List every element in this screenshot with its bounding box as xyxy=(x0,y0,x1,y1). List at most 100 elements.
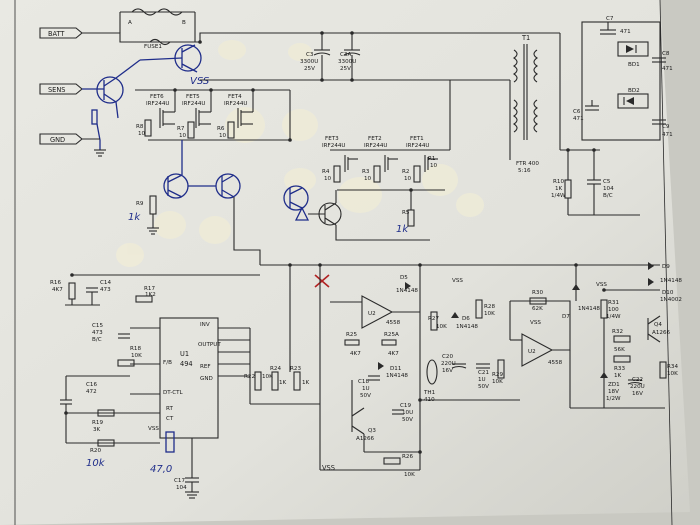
svg-text:R7: R7 xyxy=(177,126,185,132)
svg-text:U2: U2 xyxy=(368,311,376,317)
svg-text:10: 10 xyxy=(324,176,332,182)
diode-bd2: BD2 xyxy=(617,88,649,109)
svg-text:50V: 50V xyxy=(478,384,489,390)
svg-text:16V: 16V xyxy=(442,368,453,374)
svg-text:1/2W: 1/2W xyxy=(606,396,621,402)
svg-text:R30: R30 xyxy=(532,290,543,296)
svg-text:220U: 220U xyxy=(441,361,456,367)
fet6: FET6 IRF244U xyxy=(146,90,176,128)
svg-text:B/C: B/C xyxy=(92,337,102,343)
resistor-r8: R8 10 xyxy=(136,119,152,137)
svg-text:R34: R34 xyxy=(667,364,678,370)
fet4: FET4 IRF244U xyxy=(224,90,254,128)
svg-text:R3: R3 xyxy=(362,169,370,175)
svg-text:10: 10 xyxy=(364,176,372,182)
svg-text:C17: C17 xyxy=(174,478,185,484)
svg-text:3300U: 3300U xyxy=(300,59,318,65)
transformer-t1: T1 FTR 400 5:16 xyxy=(513,34,539,174)
svg-text:R19: R19 xyxy=(92,420,103,426)
svg-text:SENS: SENS xyxy=(48,86,65,94)
diode-d10: D10 1N4002 xyxy=(648,278,682,303)
svg-text:1K: 1K xyxy=(279,380,287,386)
svg-text:473: 473 xyxy=(92,330,103,336)
diode-d5: D5 1N4148 xyxy=(396,275,418,294)
terminal-sens: SENS xyxy=(39,83,83,95)
svg-text:10: 10 xyxy=(138,131,146,137)
svg-text:10K: 10K xyxy=(404,472,415,478)
vss-label-u2b: VSS xyxy=(530,320,541,326)
svg-text:10K: 10K xyxy=(667,371,678,377)
vss-label-bottom: VSS xyxy=(322,464,335,472)
vss-label-u1: VSS xyxy=(148,426,159,432)
capacitor-c3a: C3A 3300U 25V xyxy=(338,33,361,80)
svg-text:C19: C19 xyxy=(400,403,411,409)
diode-d11: D11 1N4148 xyxy=(378,362,408,379)
hand-transistor-driver-2 xyxy=(215,173,241,199)
svg-text:C16: C16 xyxy=(86,382,97,388)
svg-text:1k: 1k xyxy=(396,224,409,235)
svg-text:10K: 10K xyxy=(131,353,142,359)
svg-text:Q3: Q3 xyxy=(368,428,376,434)
svg-text:4K7: 4K7 xyxy=(52,287,63,293)
svg-text:10K: 10K xyxy=(484,311,495,317)
svg-text:56K: 56K xyxy=(614,347,625,353)
resistor-r34: R34 10K xyxy=(659,361,678,379)
svg-text:1N4002: 1N4002 xyxy=(660,297,682,303)
svg-text:R28: R28 xyxy=(484,304,495,310)
svg-text:R32: R32 xyxy=(612,329,623,335)
rectifier-frame xyxy=(581,21,661,141)
capacitor-c5: C5 104 B/C xyxy=(587,150,614,215)
capacitor-c8: C8 471 xyxy=(652,51,673,72)
resistor-r26: R26 10K xyxy=(383,454,415,478)
ic-u1: U1 494 INV OUTPUT F/B DT-CTL RT CT REF G… xyxy=(130,317,250,439)
svg-text:BD1: BD1 xyxy=(628,62,640,68)
resistor-r25a: R25A 4K7 xyxy=(381,332,399,357)
svg-text:1N4148: 1N4148 xyxy=(578,306,600,312)
fet2: FET2 IRF244U xyxy=(364,136,398,172)
svg-text:R8: R8 xyxy=(136,124,144,130)
svg-text:4558: 4558 xyxy=(386,320,401,326)
fuse-a: A xyxy=(128,8,157,26)
svg-text:INV: INV xyxy=(200,322,210,328)
svg-text:C6: C6 xyxy=(573,109,581,115)
svg-text:R29: R29 xyxy=(492,372,503,378)
opamp-u2-a: U2 4558 xyxy=(361,295,401,329)
hand-transistor-vss: VSS xyxy=(139,44,210,87)
svg-text:R24: R24 xyxy=(270,366,281,372)
svg-text:1k: 1k xyxy=(128,212,141,223)
svg-text:471: 471 xyxy=(573,116,584,122)
svg-text:25V: 25V xyxy=(304,66,315,72)
svg-text:CT: CT xyxy=(166,416,174,422)
svg-text:RT: RT xyxy=(166,406,173,412)
svg-text:1/4W: 1/4W xyxy=(606,314,621,320)
svg-text:1K2: 1K2 xyxy=(145,292,156,298)
hand-transistor-sens xyxy=(82,59,141,119)
svg-text:FET3: FET3 xyxy=(325,136,339,142)
svg-text:R25A: R25A xyxy=(384,332,399,338)
capacitor-c6: C6 471 xyxy=(573,100,599,122)
svg-text:473: 473 xyxy=(100,287,111,293)
svg-text:B/C: B/C xyxy=(603,193,613,199)
svg-text:10U: 10U xyxy=(402,410,413,416)
terminal-batt: BATT xyxy=(39,27,83,39)
fet3: FET3 IRF244U xyxy=(322,136,358,172)
svg-text:1K: 1K xyxy=(614,373,622,379)
right-margin-line xyxy=(659,0,673,525)
svg-text:OUTPUT: OUTPUT xyxy=(198,342,221,348)
capacitor-c7: C7 471 xyxy=(600,16,631,35)
svg-text:16V: 16V xyxy=(632,391,643,397)
svg-text:4K7: 4K7 xyxy=(350,351,361,357)
resistor-r32: R32 56K xyxy=(612,329,631,353)
svg-text:R26: R26 xyxy=(402,454,413,460)
svg-text:5:16: 5:16 xyxy=(518,168,531,174)
svg-text:R31: R31 xyxy=(608,300,619,306)
svg-text:FET4: FET4 xyxy=(228,94,242,100)
svg-text:R2: R2 xyxy=(402,169,409,175)
svg-text:C7: C7 xyxy=(606,16,614,22)
svg-text:25V: 25V xyxy=(340,66,351,72)
svg-text:R5: R5 xyxy=(402,210,410,216)
hand-transistor-driver-3 xyxy=(283,185,310,221)
svg-text:R10: R10 xyxy=(553,179,564,185)
